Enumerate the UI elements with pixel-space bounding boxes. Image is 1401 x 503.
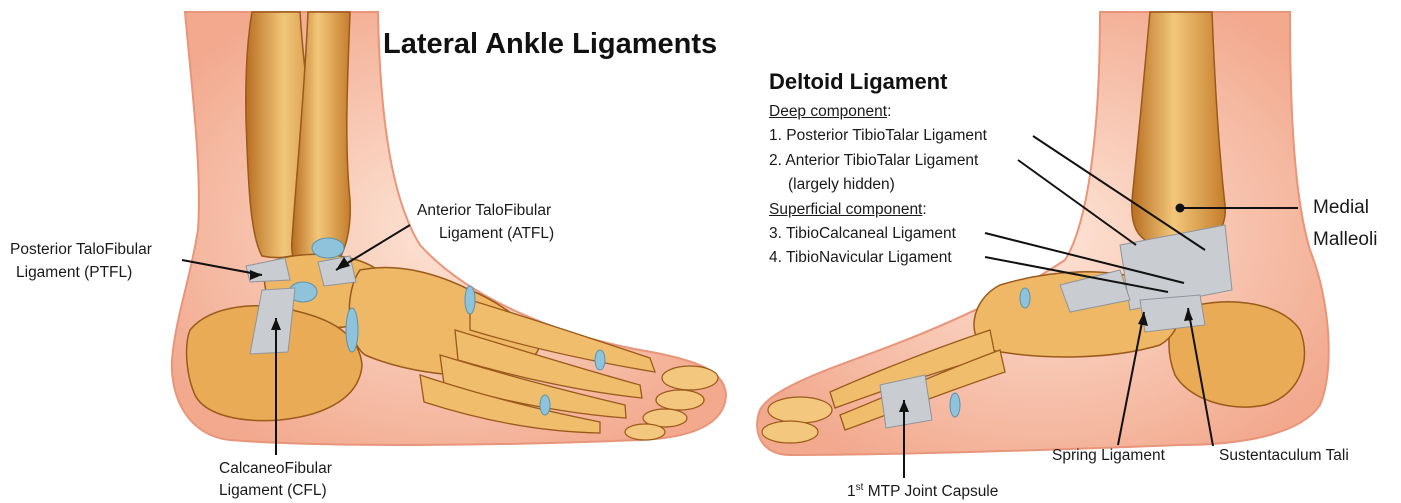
ptfl-label-line2: Ligament (PTFL)	[16, 262, 132, 284]
deep-component-text: Deep component	[769, 103, 887, 120]
atfl-label-line1: Anterior TaloFibular	[417, 200, 551, 222]
mtp-rest: MTP Joint Capsule	[863, 483, 998, 500]
medial-malleoli-label-line2: Malleoli	[1313, 229, 1377, 251]
medial-malleoli-label-line1: Medial	[1313, 197, 1369, 219]
deep-component-colon: :	[887, 103, 891, 120]
cfl-label-line1: CalcaneoFibular	[219, 458, 332, 480]
medial-malleolus-marker	[1176, 204, 1185, 213]
superficial-component-colon: :	[922, 201, 926, 218]
deep-item-2: 2. Anterior TibioTalar Ligament	[769, 150, 978, 172]
cfl-label-line2: Ligament (CFL)	[219, 480, 327, 502]
mtp-prefix: 1	[847, 483, 856, 500]
superficial-component-text: Superficial component	[769, 201, 922, 218]
mtp-joint-capsule-label: 1st MTP Joint Capsule	[847, 481, 998, 503]
sustentaculum-tali-label: Sustentaculum Tali	[1219, 445, 1349, 467]
atfl-label-line2: Ligament (ATFL)	[439, 223, 554, 245]
deep-item-2-note: (largely hidden)	[788, 174, 895, 196]
left-panel-title: Lateral Ankle Ligaments	[383, 28, 717, 61]
spring-ligament-label: Spring Ligament	[1052, 445, 1165, 467]
superficial-item-3: 3. TibioCalcaneal Ligament	[769, 223, 956, 245]
deep-component-heading: Deep component:	[769, 101, 891, 123]
superficial-item-4: 4. TibioNavicular Ligament	[769, 247, 952, 269]
deep-item-1: 1. Posterior TibioTalar Ligament	[769, 125, 987, 147]
right-panel-title: Deltoid Ligament	[769, 69, 947, 95]
ptfl-label-line1: Posterior TaloFibular	[10, 239, 152, 261]
superficial-component-heading: Superficial component:	[769, 199, 927, 221]
